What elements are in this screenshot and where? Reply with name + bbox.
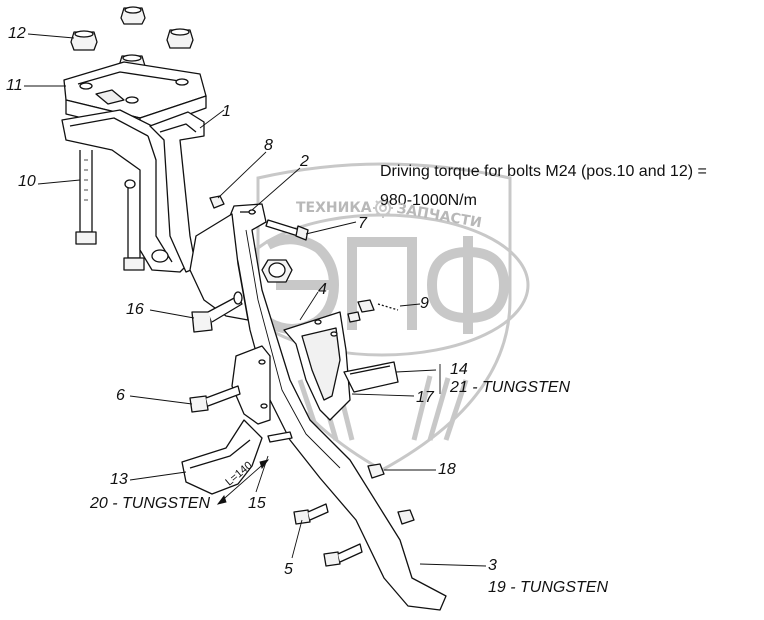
wing-bracket-4	[283, 311, 351, 421]
nut-left	[70, 30, 98, 51]
leader-10	[37, 179, 81, 185]
callout-9: 9	[420, 295, 429, 312]
watermark-letter-f	[426, 236, 510, 334]
leader-2	[251, 167, 301, 211]
nut-lower	[397, 509, 415, 525]
leader-3	[419, 563, 487, 567]
callout-12: 12	[8, 25, 26, 42]
leader-6	[129, 395, 193, 405]
callout-15: 15	[248, 495, 266, 512]
bolt-7	[265, 219, 309, 241]
parts-group	[61, 6, 447, 611]
nut-right	[166, 28, 194, 49]
sweep-13	[181, 419, 263, 495]
callout-11: 11	[6, 77, 23, 94]
nut-18	[367, 463, 385, 479]
callout-16: 16	[126, 301, 144, 318]
nut-9	[347, 299, 399, 323]
callout-17: 17	[416, 389, 434, 406]
dimension-l140	[216, 459, 270, 505]
leader-5	[291, 519, 303, 559]
callout-7: 7	[358, 215, 367, 232]
nut-large	[261, 259, 293, 283]
wing-tip-14	[343, 361, 399, 393]
bolt-lower	[323, 543, 363, 567]
gear-icon	[373, 198, 393, 218]
watermark-word-technika: ТЕХНИКА	[296, 200, 372, 216]
watermark-letter-p	[347, 237, 417, 330]
bolt-6	[189, 385, 241, 413]
leader-17	[351, 393, 415, 397]
callout-19: 19 - TUNGSTEN	[488, 579, 609, 596]
nut-8	[209, 195, 225, 209]
callout-6: 6	[116, 387, 125, 404]
leader-7	[305, 221, 357, 235]
callout-18: 18	[438, 461, 456, 478]
leader-12	[27, 33, 75, 39]
callout-14: 14	[450, 361, 468, 378]
leader-8	[217, 151, 267, 199]
callout-21: 21 - TUNGSTEN	[450, 379, 571, 396]
callout-13: 13	[110, 471, 128, 488]
callout-10: 10	[18, 173, 36, 190]
leader-4	[299, 291, 319, 321]
torque-note-line2: 980-1000N/m	[380, 192, 477, 209]
pin-15	[267, 431, 293, 443]
leader-14	[395, 369, 437, 373]
callout-3: 3	[488, 557, 497, 574]
callout-5: 5	[284, 561, 293, 578]
callout-1: 1	[222, 103, 231, 120]
callout-4: 4	[318, 281, 327, 298]
callout-20: 20 - TUNGSTEN	[90, 495, 211, 512]
side-plate-1	[149, 111, 205, 273]
bolt-16	[191, 291, 243, 333]
bolt-5	[293, 503, 329, 525]
leader-1	[199, 109, 225, 129]
leader-9	[399, 303, 421, 307]
nut-top-center	[120, 6, 146, 25]
callout-8: 8	[264, 137, 273, 154]
leader-lines	[24, 33, 487, 567]
bolts-10	[75, 150, 145, 271]
leader-16	[149, 309, 195, 319]
leader-13	[129, 471, 187, 481]
callout-2: 2	[300, 153, 309, 170]
torque-note-line1: Driving torque for bolts M24 (pos.10 and…	[380, 163, 707, 180]
left-wing-bracket	[231, 345, 271, 425]
